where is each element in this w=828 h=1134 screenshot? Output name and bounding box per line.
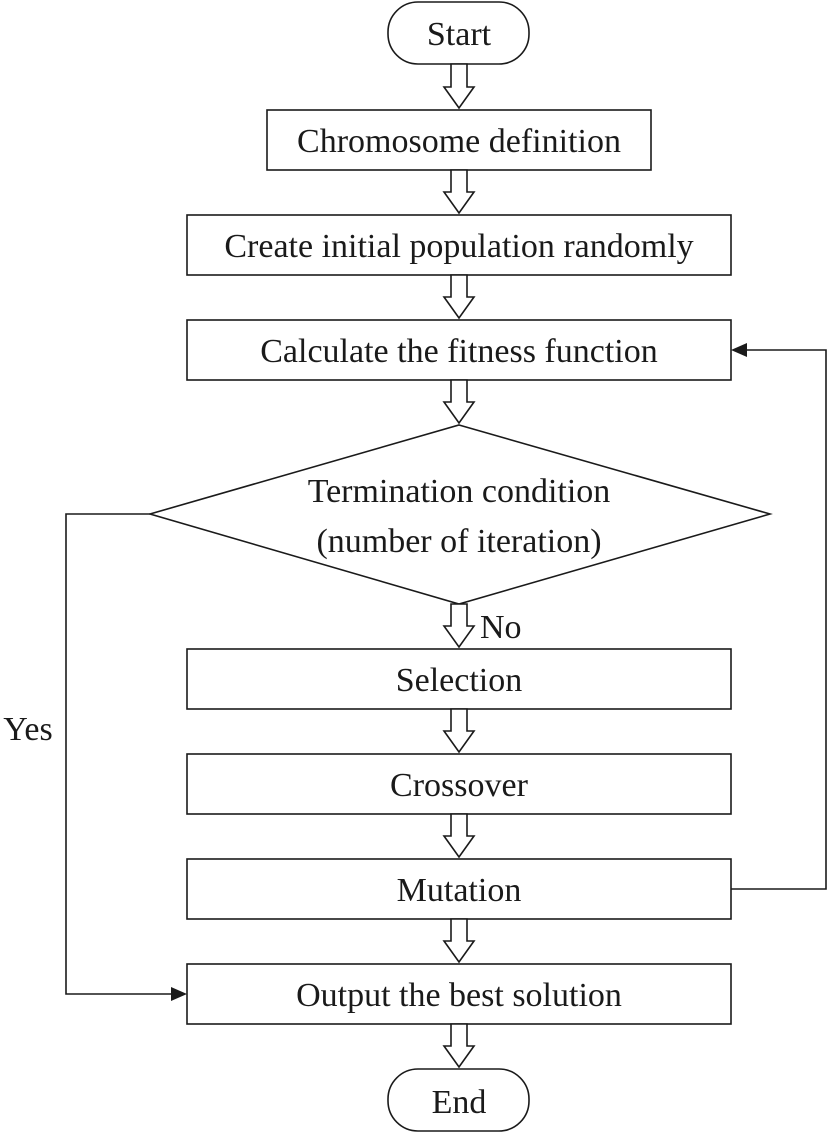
crossover-label: Crossover [390,767,529,804]
create-population-label: Create initial population randomly [224,228,693,265]
end-label: End [432,1084,487,1121]
yes-connector [65,513,172,995]
start-label: Start [427,16,492,53]
arrow-crossover-to-mutation [442,813,476,859]
arrow-chromosome-to-population [442,169,476,215]
yes-connector-arrowhead [171,987,187,1001]
selection-label: Selection [396,662,523,699]
calculate-fitness-label: Calculate the fitness function [260,333,658,370]
hollow-arrow-group [442,63,476,1069]
output-best-box [186,963,732,1025]
mutation-label: Mutation [397,872,522,909]
arrow-output-to-end [442,1023,476,1069]
no-label: No [480,609,522,646]
create-population-box [186,214,732,276]
termination-label-line2: (number of iteration) [316,523,601,560]
arrow-start-to-chromosome [442,63,476,110]
end-terminal [387,1068,530,1132]
arrow-mutation-to-output [442,918,476,964]
arrow-population-to-fitness [442,274,476,320]
yes-label: Yes [3,711,52,748]
termination-decision [147,424,773,605]
arrow-fitness-to-termination [442,379,476,425]
calculate-fitness-box [186,319,732,381]
chromosome-definition-label: Chromosome definition [297,123,621,160]
loop-back-connector [731,349,827,890]
termination-label-line1: Termination condition [308,473,611,510]
arrow-selection-to-crossover [442,708,476,754]
loop-back-arrowhead [731,343,747,357]
arrow-termination-to-selection [442,603,476,649]
output-best-label: Output the best solution [296,977,622,1014]
chromosome-definition-box [266,109,652,171]
